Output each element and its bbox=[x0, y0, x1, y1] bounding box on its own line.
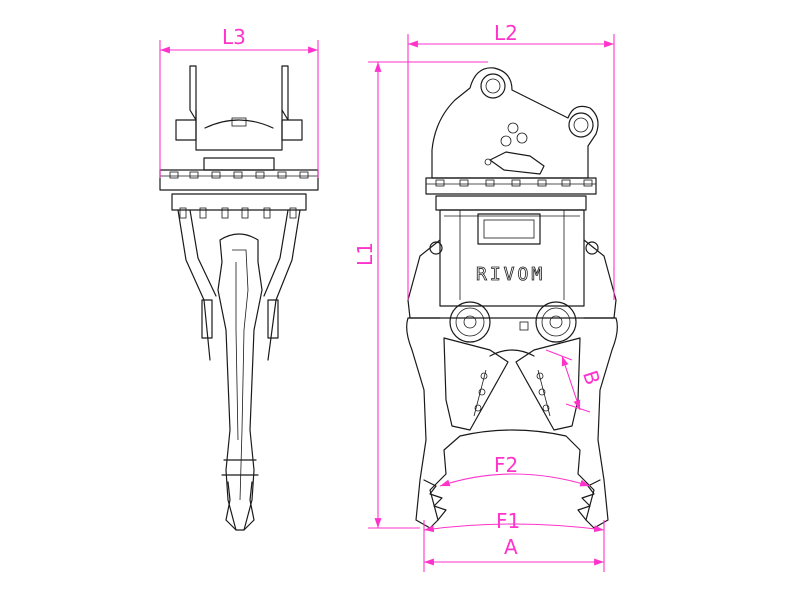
brand-label: RIVOM bbox=[476, 264, 545, 285]
dimension-f1: F1 bbox=[423, 509, 605, 533]
dimension-f2: F2 bbox=[439, 453, 591, 487]
label-f1: F1 bbox=[496, 509, 520, 533]
dimension-l1: L1 bbox=[353, 61, 488, 529]
dimension-a: A bbox=[423, 520, 605, 572]
label-l1: L1 bbox=[353, 242, 377, 266]
front-view: RIVOM bbox=[406, 67, 618, 529]
left-cylinder bbox=[449, 301, 491, 343]
right-cylinder bbox=[535, 301, 577, 343]
dimension-l3: L3 bbox=[159, 25, 319, 178]
dimension-b: B bbox=[545, 349, 605, 413]
side-view bbox=[159, 65, 319, 531]
dimension-l2: L2 bbox=[407, 21, 615, 300]
label-l3: L3 bbox=[222, 25, 246, 49]
label-a: A bbox=[504, 535, 518, 559]
label-l2: L2 bbox=[494, 21, 518, 45]
label-f2: F2 bbox=[494, 453, 518, 477]
